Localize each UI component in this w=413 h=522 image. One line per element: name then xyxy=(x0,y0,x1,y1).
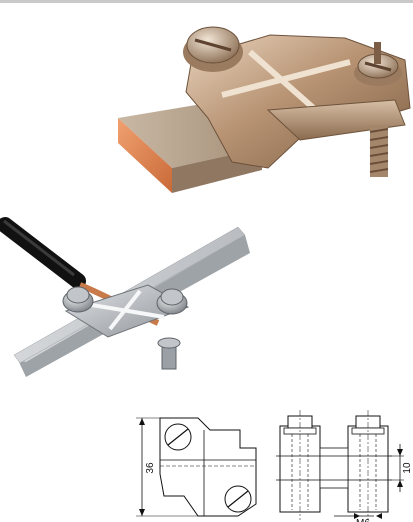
bolt-slot-left xyxy=(194,38,232,52)
bolt-slot-top xyxy=(167,428,189,446)
dim-arrow-top xyxy=(139,418,145,425)
aluminium-clamp-photo xyxy=(0,205,413,395)
black-cable xyxy=(0,217,86,289)
clamp-groove-cross xyxy=(221,59,351,98)
technical-drawing: 36 xyxy=(128,404,413,522)
dim-thread-label: M6 xyxy=(356,518,370,522)
nut-left xyxy=(66,286,90,304)
dim-arrow-gap-bottom xyxy=(397,480,403,487)
dim-arrow-gap-top xyxy=(397,449,403,456)
dim-arrow-bottom xyxy=(139,509,145,516)
side-view xyxy=(276,410,392,520)
nut-right xyxy=(160,288,184,306)
copper-clamp-photo xyxy=(0,0,413,205)
bolt-slot-right xyxy=(364,61,392,72)
busbar-copper-end xyxy=(118,118,172,193)
lower-nut xyxy=(157,337,181,349)
cable-highlight xyxy=(3,219,75,277)
plate-groove-1 xyxy=(91,303,165,319)
dim-arrow-thread-right xyxy=(376,513,382,519)
bolt-shaft-top-right xyxy=(374,42,381,64)
clamp-lower-arm xyxy=(266,99,406,141)
top-divider xyxy=(0,0,413,3)
bolt-slot-bottom xyxy=(227,490,249,508)
dim-gap-label: 10 xyxy=(402,462,413,474)
plate-groove-2 xyxy=(108,289,142,331)
dim-arrow-thread-left xyxy=(354,513,360,519)
dim-height-label: 36 xyxy=(145,462,156,474)
